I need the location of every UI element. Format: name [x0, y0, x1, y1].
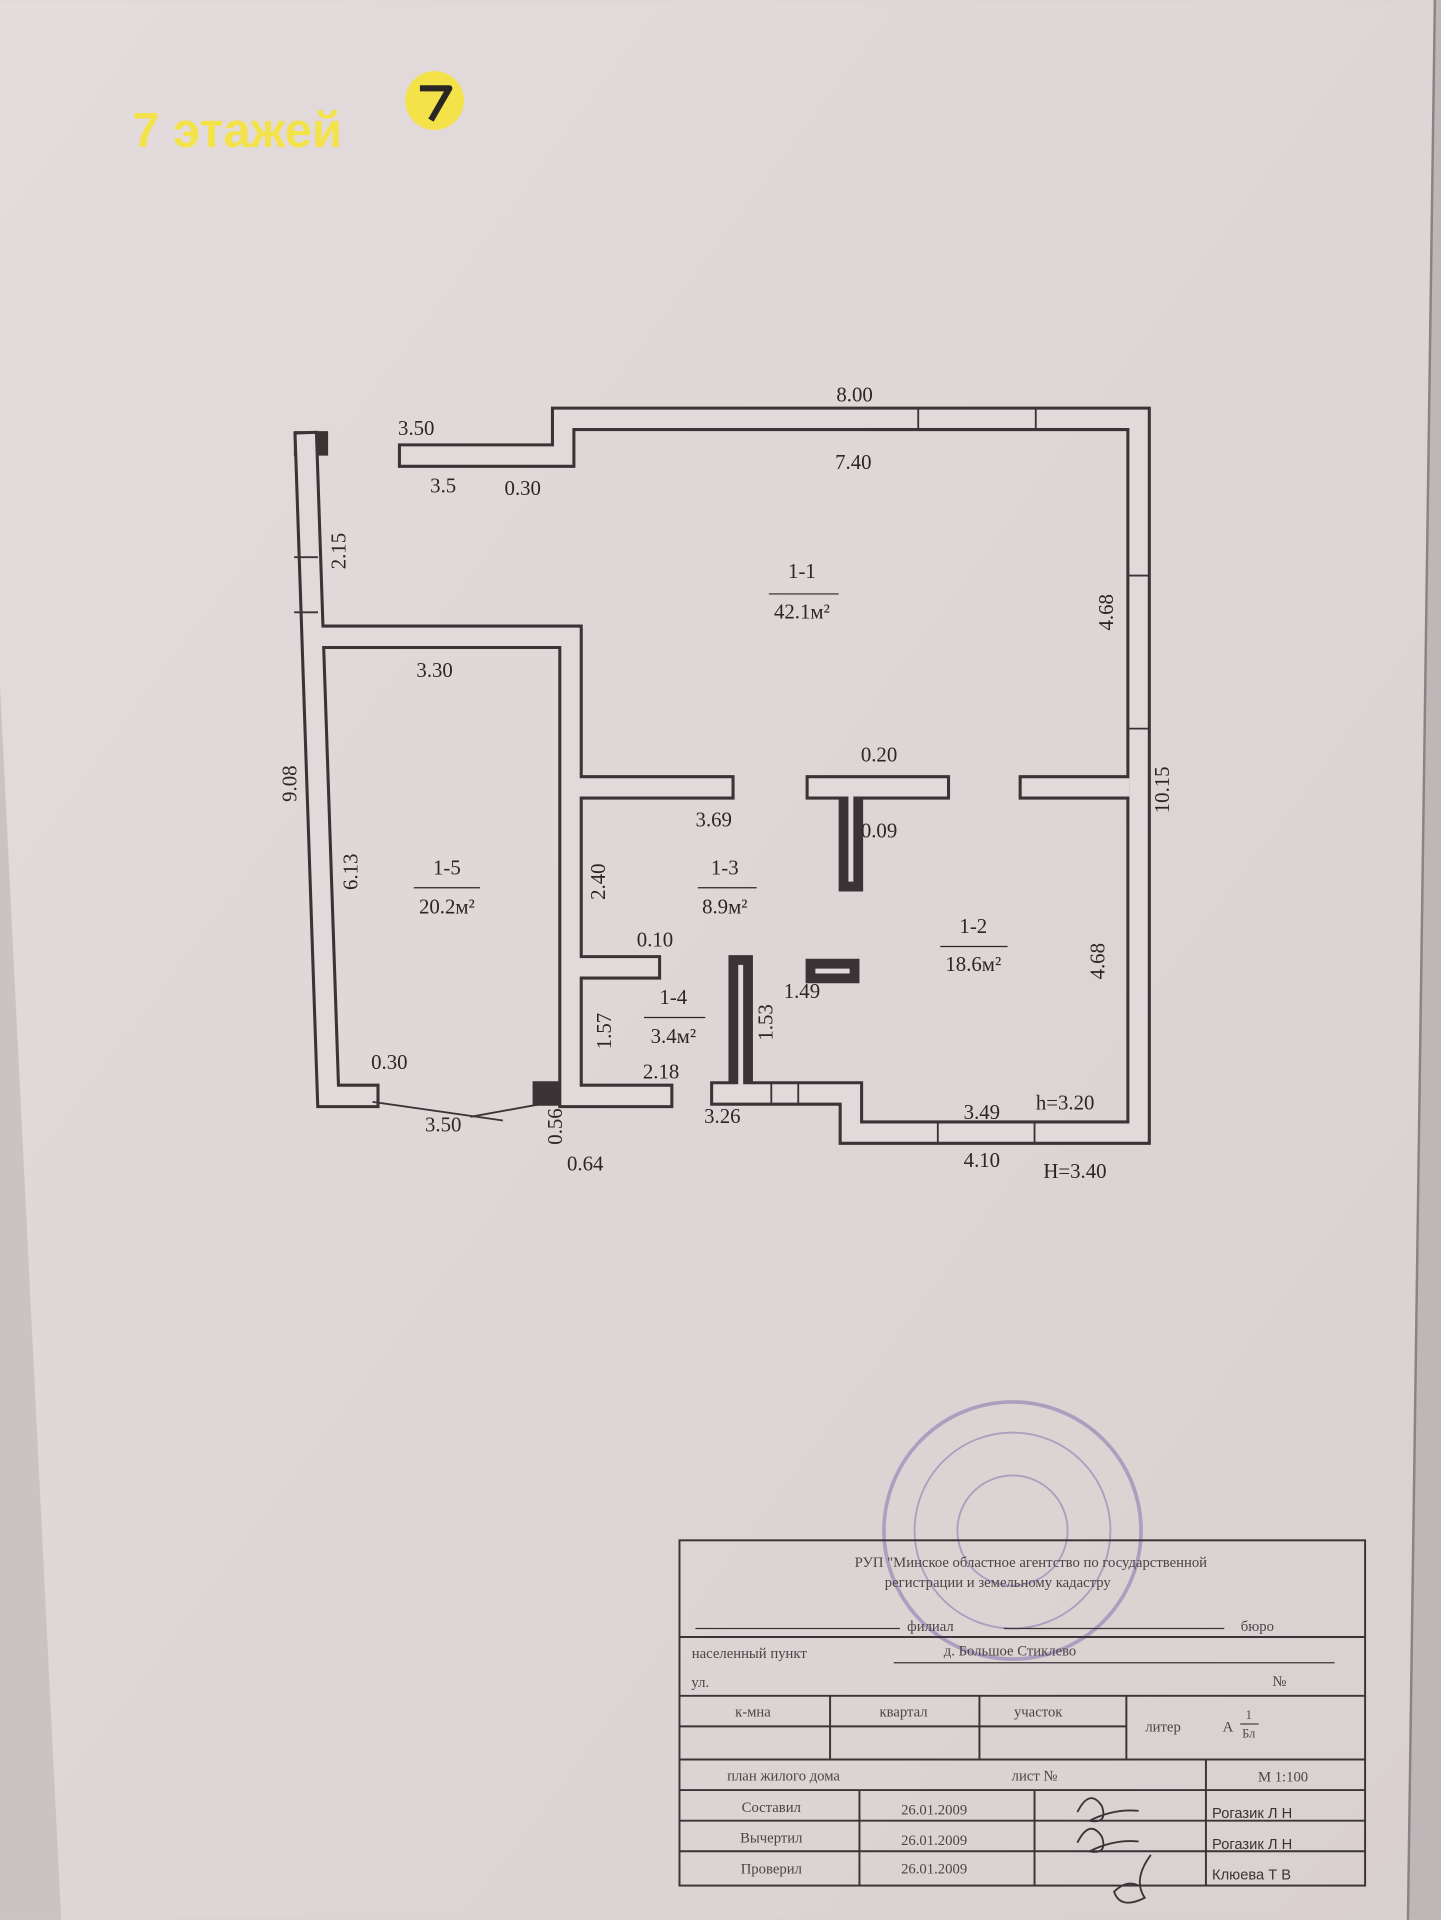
- svg-text:3.49: 3.49: [964, 1100, 1000, 1124]
- svg-text:план жилого дома: план жилого дома: [727, 1768, 840, 1784]
- svg-text:0.20: 0.20: [861, 743, 897, 767]
- svg-text:А: А: [1223, 1719, 1234, 1735]
- svg-text:1-2: 1-2: [959, 914, 987, 938]
- svg-text:4.10: 4.10: [964, 1148, 1000, 1172]
- svg-text:1.57: 1.57: [592, 1013, 616, 1049]
- room-1-4: 1-4 3.4м²: [643, 985, 706, 1048]
- room-1-2: 1-2 18.6м²: [940, 914, 1008, 976]
- svg-text:3.4м²: 3.4м²: [651, 1024, 696, 1048]
- svg-text:18.6м²: 18.6м²: [945, 952, 1001, 976]
- svg-text:2.40: 2.40: [586, 863, 610, 899]
- room-1-1: 1-1 42.1м²: [768, 559, 839, 623]
- svg-text:Рогазик Л Н: Рогазик Л Н: [1212, 1837, 1292, 1853]
- svg-text:6.13: 6.13: [338, 854, 362, 890]
- svg-text:Клюева Т В: Клюева Т В: [1212, 1867, 1291, 1883]
- svg-text:26.01.2009: 26.01.2009: [901, 1861, 967, 1877]
- svg-text:М 1:100: М 1:100: [1258, 1770, 1308, 1786]
- svg-text:регистрации и земельному кадас: регистрации и земельному кадастру: [885, 1575, 1112, 1591]
- svg-text:1-4: 1-4: [659, 985, 687, 1009]
- svg-text:1-1: 1-1: [788, 559, 816, 583]
- svg-text:4.68: 4.68: [1094, 594, 1118, 630]
- svg-text:4.68: 4.68: [1085, 943, 1109, 979]
- svg-text:1-3: 1-3: [711, 855, 739, 879]
- svg-text:3.50: 3.50: [398, 416, 434, 440]
- svg-text:1-5: 1-5: [433, 855, 461, 879]
- svg-text:7 этажей: 7 этажей: [132, 104, 342, 158]
- title-block: [678, 1539, 1367, 1887]
- svg-text:№: №: [1272, 1674, 1286, 1690]
- room-1-3: 1-3 8.9м²: [697, 855, 757, 918]
- svg-text:3.69: 3.69: [696, 808, 732, 832]
- svg-text:26.01.2009: 26.01.2009: [901, 1833, 967, 1849]
- svg-text:8.00: 8.00: [836, 383, 872, 407]
- svg-text:10.15: 10.15: [1150, 766, 1174, 813]
- svg-text:2.15: 2.15: [326, 533, 350, 569]
- svg-text:населенный пункт: населенный пункт: [692, 1646, 808, 1662]
- svg-text:Вычертил: Вычертил: [740, 1831, 802, 1847]
- svg-text:0.30: 0.30: [371, 1050, 407, 1074]
- svg-text:1.53: 1.53: [754, 1004, 778, 1040]
- svg-text:1.49: 1.49: [784, 979, 820, 1003]
- svg-text:3.26: 3.26: [704, 1104, 740, 1128]
- signatures: [1076, 1797, 1152, 1904]
- svg-text:0.56: 0.56: [543, 1108, 567, 1144]
- watermark-logo: 7 этажей: [132, 71, 465, 158]
- logo-badge-icon: [405, 71, 465, 130]
- svg-text:ул.: ул.: [691, 1675, 709, 1691]
- svg-text:филиал: филиал: [907, 1619, 954, 1635]
- svg-text:2.18: 2.18: [643, 1060, 679, 1084]
- svg-text:РУП "Минское областное агентст: РУП "Минское областное агентство по госу…: [855, 1555, 1207, 1571]
- svg-text:участок: участок: [1014, 1705, 1063, 1721]
- svg-text:9.08: 9.08: [277, 765, 301, 801]
- room-labels: 1-1 42.1м² 1-2 18.6м² 1-3 8.9м² 1-4 3.4м² 1-…: [413, 559, 1008, 1048]
- svg-text:Составил: Составил: [742, 1800, 801, 1816]
- room-1-5: 1-5 20.2м²: [413, 855, 480, 918]
- svg-text:20.2м²: 20.2м²: [419, 894, 475, 918]
- svg-text:0.30: 0.30: [505, 476, 541, 500]
- svg-text:д. Большое Стиклево: д. Большое Стиклево: [944, 1643, 1076, 1659]
- svg-text:3.5: 3.5: [430, 473, 456, 497]
- svg-text:Рогазик Л Н: Рогазик Л Н: [1212, 1806, 1292, 1822]
- svg-text:h=3.20: h=3.20: [1036, 1090, 1095, 1114]
- svg-text:0.64: 0.64: [567, 1152, 604, 1176]
- svg-text:Проверил: Проверил: [741, 1861, 802, 1877]
- walls: [293, 406, 1151, 1145]
- svg-text:26.01.2009: 26.01.2009: [901, 1803, 967, 1819]
- svg-text:1: 1: [1246, 1708, 1252, 1722]
- svg-text:0.10: 0.10: [637, 928, 673, 952]
- svg-text:3.50: 3.50: [425, 1112, 461, 1136]
- svg-text:H=3.40: H=3.40: [1043, 1159, 1106, 1183]
- svg-text:3.30: 3.30: [416, 658, 452, 682]
- svg-text:Бл: Бл: [1242, 1726, 1255, 1740]
- svg-text:лист №: лист №: [1012, 1768, 1058, 1784]
- svg-text:42.1м²: 42.1м²: [774, 599, 830, 623]
- svg-text:квартал: квартал: [879, 1705, 927, 1721]
- svg-text:0.09: 0.09: [861, 819, 897, 843]
- title-block-text: РУП "Минское областное агентство по госу…: [691, 1555, 1308, 1883]
- svg-text:литер: литер: [1145, 1719, 1180, 1735]
- svg-text:7.40: 7.40: [835, 450, 871, 474]
- svg-text:к-мна: к-мна: [735, 1705, 771, 1721]
- svg-text:8.9м²: 8.9м²: [702, 894, 747, 918]
- dimension-labels: 8.00 3.50 7.40 3.5 0.30 2.15 4.68 3.30 0…: [277, 383, 1174, 1183]
- svg-text:бюро: бюро: [1241, 1619, 1274, 1635]
